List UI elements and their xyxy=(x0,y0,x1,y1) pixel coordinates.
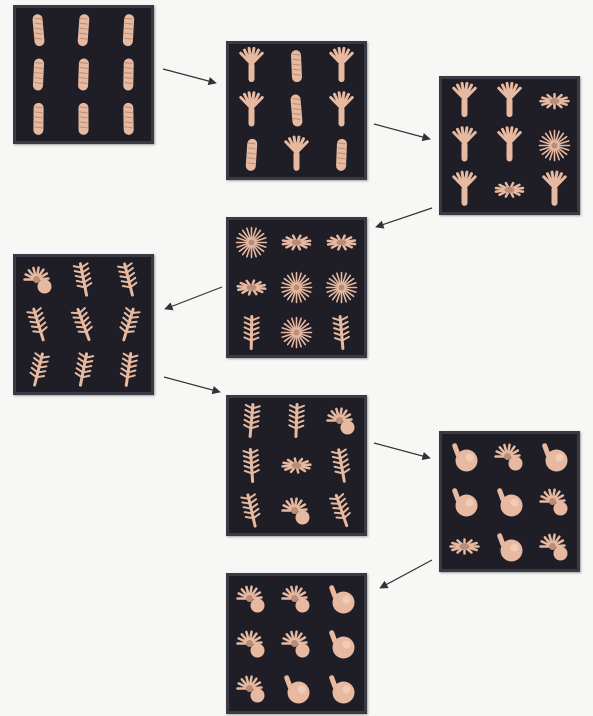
form-stalk xyxy=(291,50,302,82)
form-bulb xyxy=(329,674,355,703)
form-fork xyxy=(331,93,352,127)
form-fern xyxy=(333,316,350,349)
arrow-3-to-4 xyxy=(376,208,432,227)
form-stalk xyxy=(123,58,134,90)
form-fan xyxy=(540,131,570,161)
form-spray xyxy=(328,236,355,250)
arrow-2-to-3 xyxy=(374,124,430,139)
form-fern xyxy=(74,262,94,296)
form-bulb-spray xyxy=(238,677,265,703)
form-fern xyxy=(241,493,262,527)
panel-generation-5 xyxy=(13,254,154,395)
form-fern xyxy=(118,262,139,296)
form-bulb xyxy=(542,442,568,471)
panel-generation-8 xyxy=(226,573,367,714)
panel-generation-4 xyxy=(226,217,367,358)
form-fern xyxy=(119,353,137,387)
arrow-5-to-6 xyxy=(164,377,220,392)
form-stalk xyxy=(123,14,135,47)
form-fork xyxy=(454,83,475,117)
form-fern xyxy=(71,307,95,342)
form-bulb-spray xyxy=(283,587,310,613)
form-bulb-spray xyxy=(541,535,568,561)
form-fork xyxy=(331,48,352,82)
form-bulb-spray xyxy=(328,409,355,435)
panel-figure xyxy=(16,8,151,141)
form-fern xyxy=(28,352,49,386)
form-bulb-spray xyxy=(541,490,568,516)
form-fan xyxy=(327,273,357,303)
form-fork xyxy=(286,137,307,171)
form-fern xyxy=(330,493,354,528)
form-fork xyxy=(499,128,520,162)
form-bulb xyxy=(329,584,355,613)
panel-generation-6 xyxy=(226,395,367,536)
form-stalk xyxy=(78,58,89,90)
panel-figure xyxy=(442,434,577,569)
form-bulb-spray xyxy=(238,632,265,658)
arrow-6-to-7 xyxy=(374,443,430,458)
form-fork xyxy=(241,93,262,127)
form-fork xyxy=(499,83,520,117)
form-fern xyxy=(117,307,140,342)
form-stalk xyxy=(32,14,45,47)
form-bulb-spray xyxy=(283,499,310,525)
form-stalk xyxy=(33,103,43,135)
panel-figure xyxy=(16,257,151,392)
panel-generation-3 xyxy=(439,76,580,215)
panel-figure xyxy=(229,220,364,355)
form-fan xyxy=(282,273,312,303)
form-bulb xyxy=(497,532,523,561)
arrow-1-to-2 xyxy=(163,69,216,83)
form-fork xyxy=(544,172,565,206)
form-stalk xyxy=(78,103,88,135)
panel-figure xyxy=(442,79,577,212)
form-stalk xyxy=(245,139,257,172)
form-stalk xyxy=(77,14,89,47)
form-fan xyxy=(237,228,267,258)
form-fern xyxy=(74,352,94,386)
form-fern xyxy=(243,449,259,482)
panel-figure xyxy=(229,576,364,711)
form-bulb-spray xyxy=(283,632,310,658)
panel-figure xyxy=(229,44,364,177)
form-fan xyxy=(282,318,312,348)
form-fork xyxy=(454,128,475,162)
form-fork xyxy=(241,48,262,82)
form-stalk xyxy=(290,94,303,127)
form-fern xyxy=(27,307,50,342)
form-bulb xyxy=(452,487,478,516)
panel-generation-1 xyxy=(13,5,154,144)
form-spray xyxy=(283,236,310,250)
panel-figure xyxy=(229,398,364,533)
arrow-7-to-8 xyxy=(380,560,432,588)
form-spray xyxy=(451,540,479,554)
form-spray xyxy=(238,281,266,295)
form-fern xyxy=(243,404,260,437)
form-spray xyxy=(496,183,523,197)
form-spray xyxy=(541,94,569,108)
form-bulb-spray xyxy=(238,587,265,613)
panel-generation-7 xyxy=(439,431,580,572)
form-bulb-spray xyxy=(496,445,523,471)
form-stalk xyxy=(336,139,347,171)
form-fern xyxy=(289,404,304,436)
form-fork xyxy=(454,172,475,206)
form-spray xyxy=(283,459,311,473)
form-bulb-spray xyxy=(25,268,52,294)
form-bulb xyxy=(452,442,478,471)
arrow-4-to-5 xyxy=(165,287,222,309)
form-bulb xyxy=(329,629,355,658)
panel-generation-2 xyxy=(226,41,367,180)
form-stalk xyxy=(33,58,45,90)
form-bulb xyxy=(497,487,523,516)
form-stalk xyxy=(123,103,134,135)
form-fern xyxy=(244,316,259,348)
form-bulb xyxy=(284,674,310,703)
form-fern xyxy=(332,449,351,483)
